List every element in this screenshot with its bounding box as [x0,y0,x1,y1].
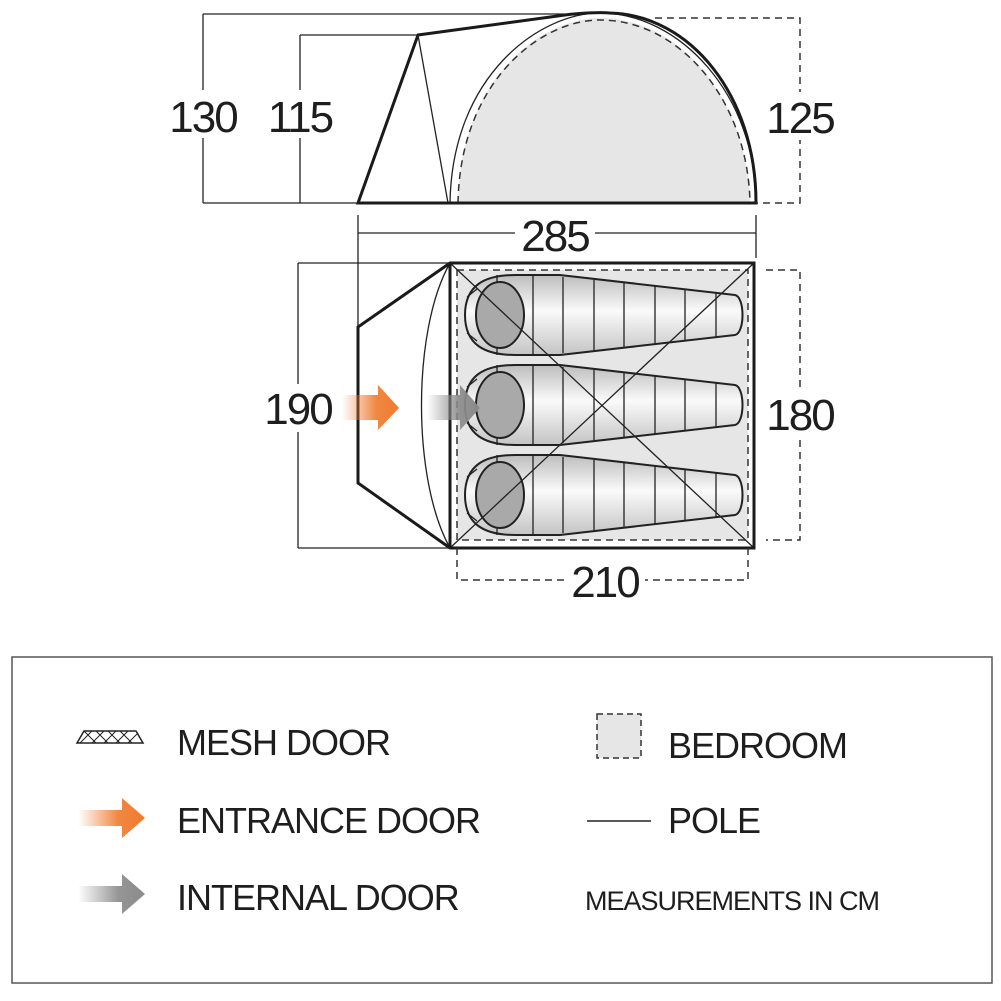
legend-units-note: MEASUREMENTS IN CM [585,886,879,916]
legend-bedroom: BEDROOM [668,725,847,766]
legend: MESH DOOR ENTRANCE DOOR INTERNAL DOOR BE… [11,656,993,984]
legend-pole: POLE [668,800,760,841]
legend-internal-arrow-icon [78,874,145,914]
mesh-door-icon [75,730,145,744]
legend-entrance-door: ENTRANCE DOOR [177,800,480,841]
dimension-line-125 [655,17,801,204]
dimension-height-front: 115 [268,93,333,142]
legend-box [11,656,993,984]
dimension-height-total: 130 [169,93,237,142]
dimension-height-bedroom: 125 [766,94,834,143]
legend-mesh-door: MESH DOOR [177,722,390,763]
dimension-line-210 [456,548,749,581]
internal-door-arrow-icon [427,385,480,430]
dimension-width-bedroom: 180 [766,391,834,440]
inner-door-arc [420,262,451,549]
legend-entrance-arrow-icon [78,798,145,838]
front-pole [417,34,449,204]
entrance-door-arrow-icon [342,385,399,430]
side-view: 130 115 125 285 [165,11,838,330]
dimension-width-total: 190 [264,385,332,434]
dimension-length-total: 285 [521,212,589,261]
plan-view: 190 180 210 [258,261,840,607]
bedroom-dome-outline [457,19,751,204]
poles-crossing [449,262,755,549]
legend-bedroom-icon [596,713,642,759]
flysheet-outline [355,11,758,205]
bedroom-dome-fill [458,18,750,203]
legend-internal-door: INTERNAL DOOR [177,877,459,918]
dimension-length-bedroom: 210 [571,558,639,607]
